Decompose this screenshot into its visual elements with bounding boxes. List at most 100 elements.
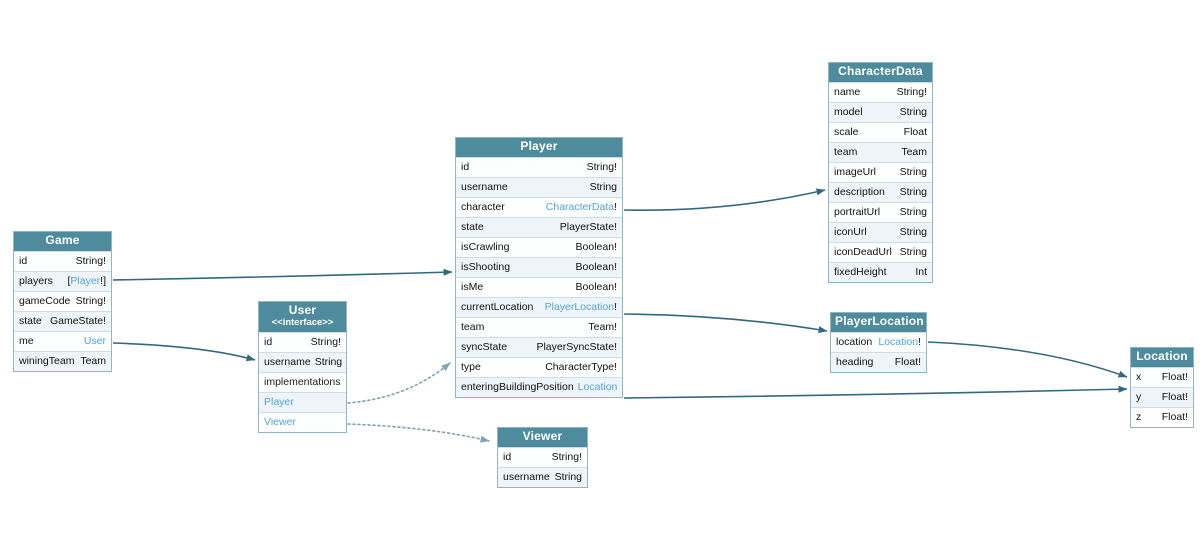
type-text: String! xyxy=(896,86,927,99)
type-reference-link[interactable]: User xyxy=(83,335,106,348)
field-type: Float xyxy=(904,126,927,138)
edge-user-impl-viewer[interactable] xyxy=(347,423,490,443)
field-type: [Player!] xyxy=(67,275,106,287)
field-name: isMe xyxy=(461,281,484,294)
edge-user-impl-player[interactable] xyxy=(347,362,451,404)
edge-playerlocation-location-to-location[interactable] xyxy=(927,341,1128,378)
implementation-link-row[interactable]: Viewer xyxy=(259,411,346,432)
field-row[interactable]: isShooting Boolean! xyxy=(456,256,622,277)
type-text: GameState! xyxy=(49,315,106,328)
type-title-text: User xyxy=(288,303,317,317)
type-reference-link[interactable]: Location xyxy=(577,381,618,394)
field-name: state xyxy=(461,221,484,234)
type-text: !] xyxy=(100,275,106,288)
field-name: iconDeadUrl xyxy=(834,246,892,259)
field-type: Location! xyxy=(878,336,921,348)
edge-player-currentlocation-to-playerlocation[interactable] xyxy=(623,313,828,334)
type-reference-link[interactable]: Location xyxy=(878,336,919,349)
type-text: String! xyxy=(75,295,106,308)
implementation-link-row[interactable]: Player xyxy=(259,391,346,412)
field-row[interactable]: isMe Boolean! xyxy=(456,276,622,297)
type-node-title[interactable]: User<<interface>> xyxy=(259,302,346,332)
type-node-title[interactable]: Viewer xyxy=(498,428,587,447)
field-type: GameState! xyxy=(50,315,106,327)
edge-game-players-to-player[interactable] xyxy=(112,268,453,281)
field-name: y xyxy=(1136,391,1142,404)
field-name: isShooting xyxy=(461,261,511,274)
type-node-title[interactable]: Player xyxy=(456,138,622,157)
implementations-section-row[interactable]: implementations xyxy=(259,371,346,392)
edge-player-character-to-characterdata[interactable] xyxy=(623,188,826,211)
type-node-title[interactable]: CharacterData xyxy=(829,63,932,82)
field-type: String xyxy=(900,166,927,178)
field-name: username xyxy=(503,471,550,484)
type-text: Team xyxy=(901,146,927,159)
field-type: Team xyxy=(901,146,927,158)
type-text: Float! xyxy=(1161,371,1188,384)
type-text: PlayerState! xyxy=(559,221,617,234)
type-reference-link[interactable]: PlayerLocation xyxy=(544,301,615,314)
field-name: id xyxy=(19,255,28,268)
field-name: me xyxy=(19,335,34,348)
edge-player-enteringbuildingposition-to-location[interactable] xyxy=(623,385,1128,399)
type-reference-link[interactable]: Player xyxy=(70,275,101,288)
field-type: String! xyxy=(897,86,927,98)
type-node-title[interactable]: PlayerLocation xyxy=(831,313,926,332)
field-row[interactable]: me User xyxy=(14,330,111,351)
edge-game-me-to-user[interactable] xyxy=(112,342,256,362)
field-type: String! xyxy=(76,255,106,267)
type-node-title[interactable]: Game xyxy=(14,232,111,251)
field-row[interactable]: id String! xyxy=(14,250,111,271)
type-text: [ xyxy=(67,275,71,288)
type-node-title[interactable]: Location xyxy=(1131,348,1193,367)
field-type: PlayerSyncState! xyxy=(536,341,617,353)
field-row[interactable]: players[Player!] xyxy=(14,270,111,291)
type-text: Boolean! xyxy=(575,261,617,274)
field-name: enteringBuildingPosition xyxy=(461,381,574,394)
field-type: Boolean! xyxy=(576,281,617,293)
implementation-type-link[interactable]: Viewer xyxy=(264,416,296,429)
implementation-type-link[interactable]: Player xyxy=(264,396,294,409)
type-reference-link[interactable]: CharacterData xyxy=(545,201,615,214)
field-row[interactable]: state PlayerState! xyxy=(456,216,622,237)
